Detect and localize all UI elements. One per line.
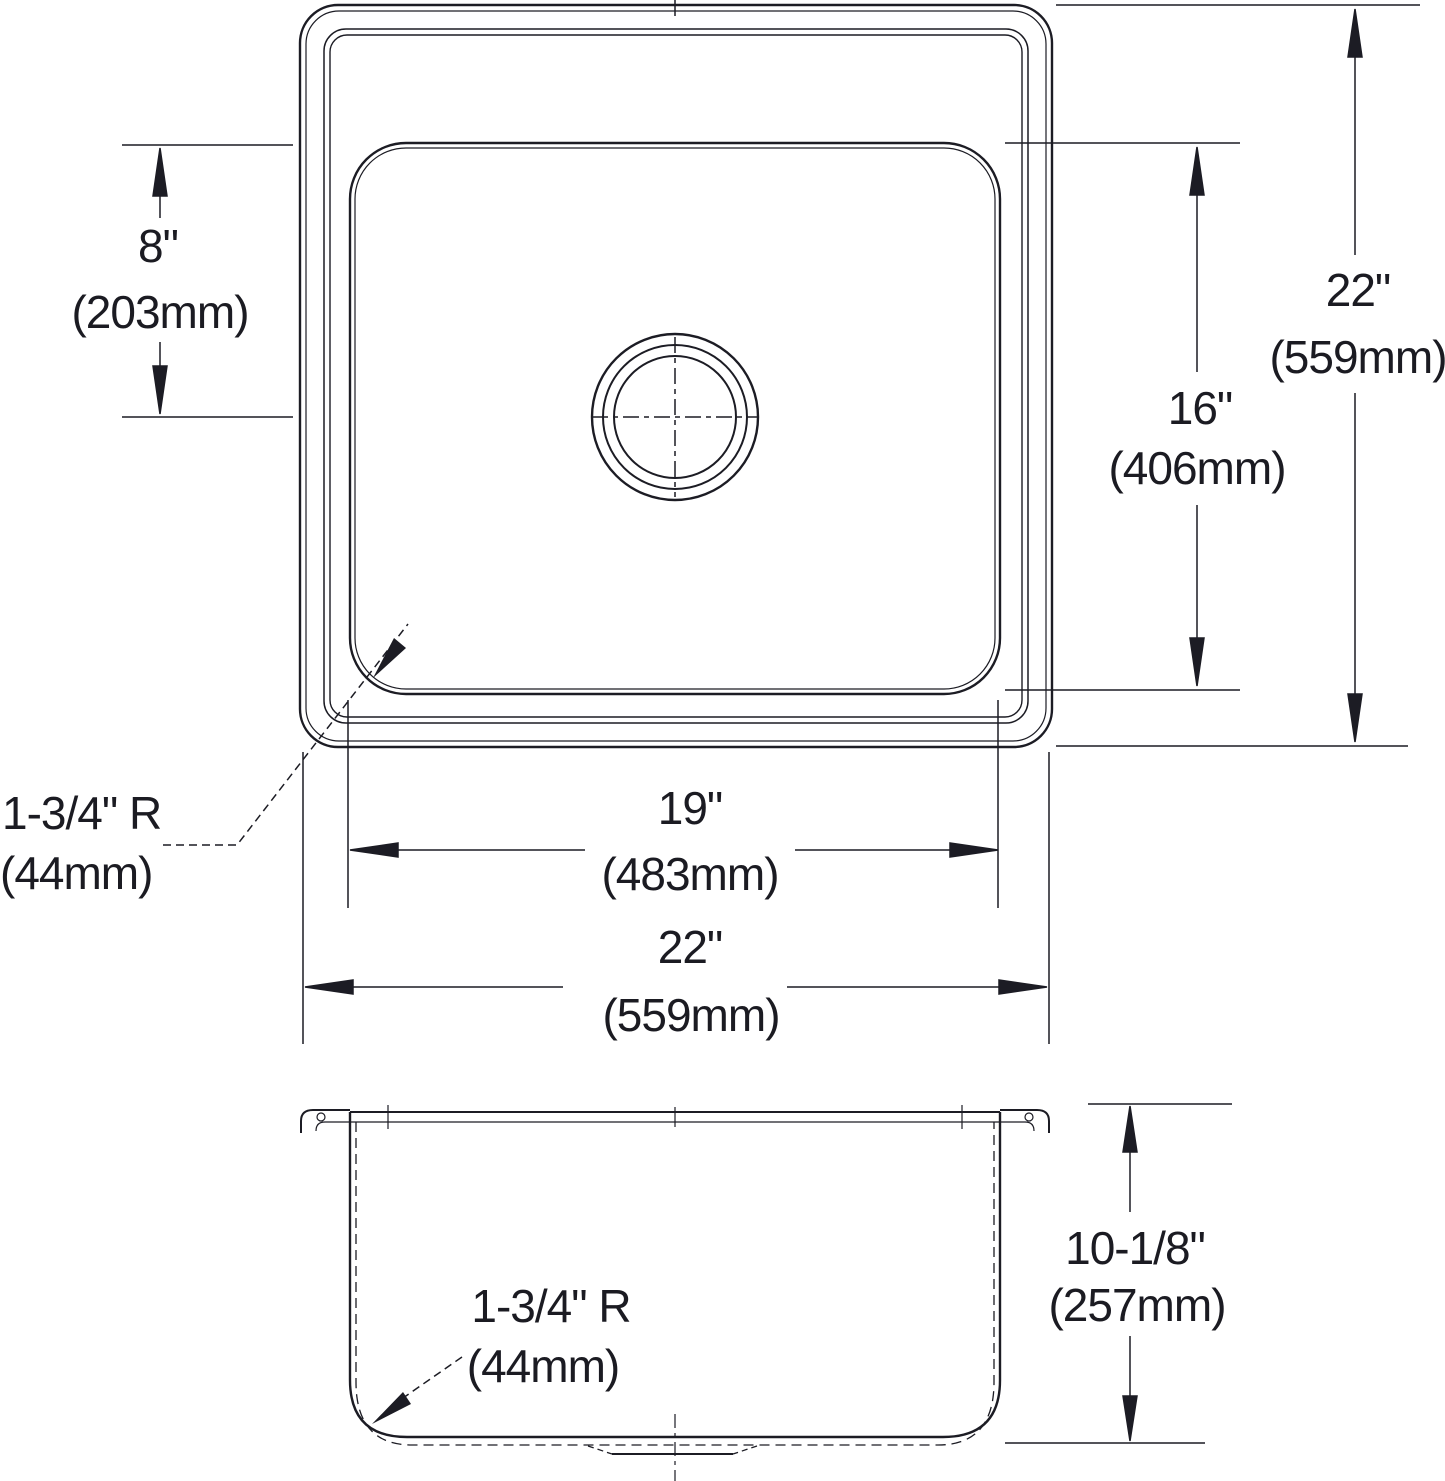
label-drain-offset-imperial: 8" — [138, 220, 179, 272]
arrow-corner-icon — [373, 638, 406, 678]
label-overall-width-imperial: 22" — [657, 921, 723, 973]
arrow-up-icon — [1189, 146, 1205, 196]
drain-opening — [590, 332, 760, 502]
sink-rim-line-inner — [329, 34, 1023, 718]
arrow-right-icon — [949, 842, 999, 858]
arrow-right-icon — [998, 979, 1048, 995]
left-flange — [300, 1109, 350, 1133]
label-bowl-front-back-imperial: 16" — [1167, 382, 1233, 434]
label-bowl-depth-metric: (257mm) — [1048, 1279, 1226, 1331]
plan-view — [298, 0, 1054, 749]
drain-recess — [587, 1414, 758, 1481]
arrow-up-icon — [1347, 8, 1363, 58]
label-plan-radius-imperial: 1-3/4" R — [2, 787, 162, 839]
arrow-up-icon — [152, 147, 168, 197]
label-bowl-width-metric: (483mm) — [601, 848, 779, 900]
bowl-profile-hidden — [355, 1122, 995, 1446]
label-bowl-width-imperial: 19" — [657, 782, 723, 834]
label-section-radius-metric: (44mm) — [466, 1340, 620, 1392]
section-view — [300, 1105, 1050, 1481]
dim-drain-offset — [122, 144, 293, 418]
sink-outer-edge-inner — [305, 10, 1047, 742]
sink-outer-edge — [298, 3, 1054, 749]
bowl-edge-inner — [354, 147, 996, 690]
label-section-radius-imperial: 1-3/4" R — [471, 1280, 631, 1332]
arrow-left-icon — [349, 842, 399, 858]
dim-bowl-depth — [1005, 1103, 1232, 1444]
dim-bowl-width — [347, 700, 999, 908]
bowl-profile — [348, 1112, 1002, 1439]
label-overall-width-metric: (559mm) — [602, 989, 780, 1041]
sink-rim-line — [323, 28, 1029, 724]
dim-overall-front-back — [1056, 4, 1420, 747]
arrow-corner-icon — [372, 1392, 411, 1424]
callout-section-corner-radius — [372, 1356, 463, 1424]
arrow-down-icon — [1347, 693, 1363, 743]
arrow-left-icon — [304, 979, 354, 995]
label-overall-front-back-imperial: 22" — [1325, 264, 1391, 316]
dim-overall-width — [302, 752, 1050, 1044]
label-bowl-depth-imperial: 10-1/8" — [1065, 1222, 1206, 1274]
label-bowl-front-back-metric: (406mm) — [1108, 442, 1286, 494]
label-drain-offset-metric: (203mm) — [71, 286, 249, 338]
dim-bowl-front-back — [1005, 142, 1240, 691]
arrow-up-icon — [1122, 1105, 1138, 1153]
label-overall-front-back-metric: (559mm) — [1269, 331, 1445, 383]
bowl-edge — [348, 141, 1002, 696]
arrow-down-icon — [1189, 637, 1205, 687]
arrow-down-icon — [1122, 1395, 1138, 1442]
callout-plan-corner-radius — [163, 623, 409, 846]
label-plan-radius-metric: (44mm) — [0, 847, 153, 899]
arrow-down-icon — [152, 365, 168, 415]
right-flange — [1000, 1109, 1050, 1133]
